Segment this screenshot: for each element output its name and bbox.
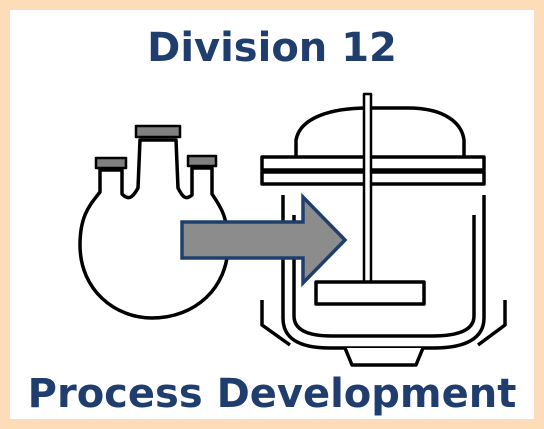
- arrow-right-icon: [180, 192, 348, 288]
- page-title: Division 12: [147, 25, 397, 71]
- footer-title: Process Development: [27, 371, 517, 417]
- three-neck-flask-icon: [78, 124, 230, 320]
